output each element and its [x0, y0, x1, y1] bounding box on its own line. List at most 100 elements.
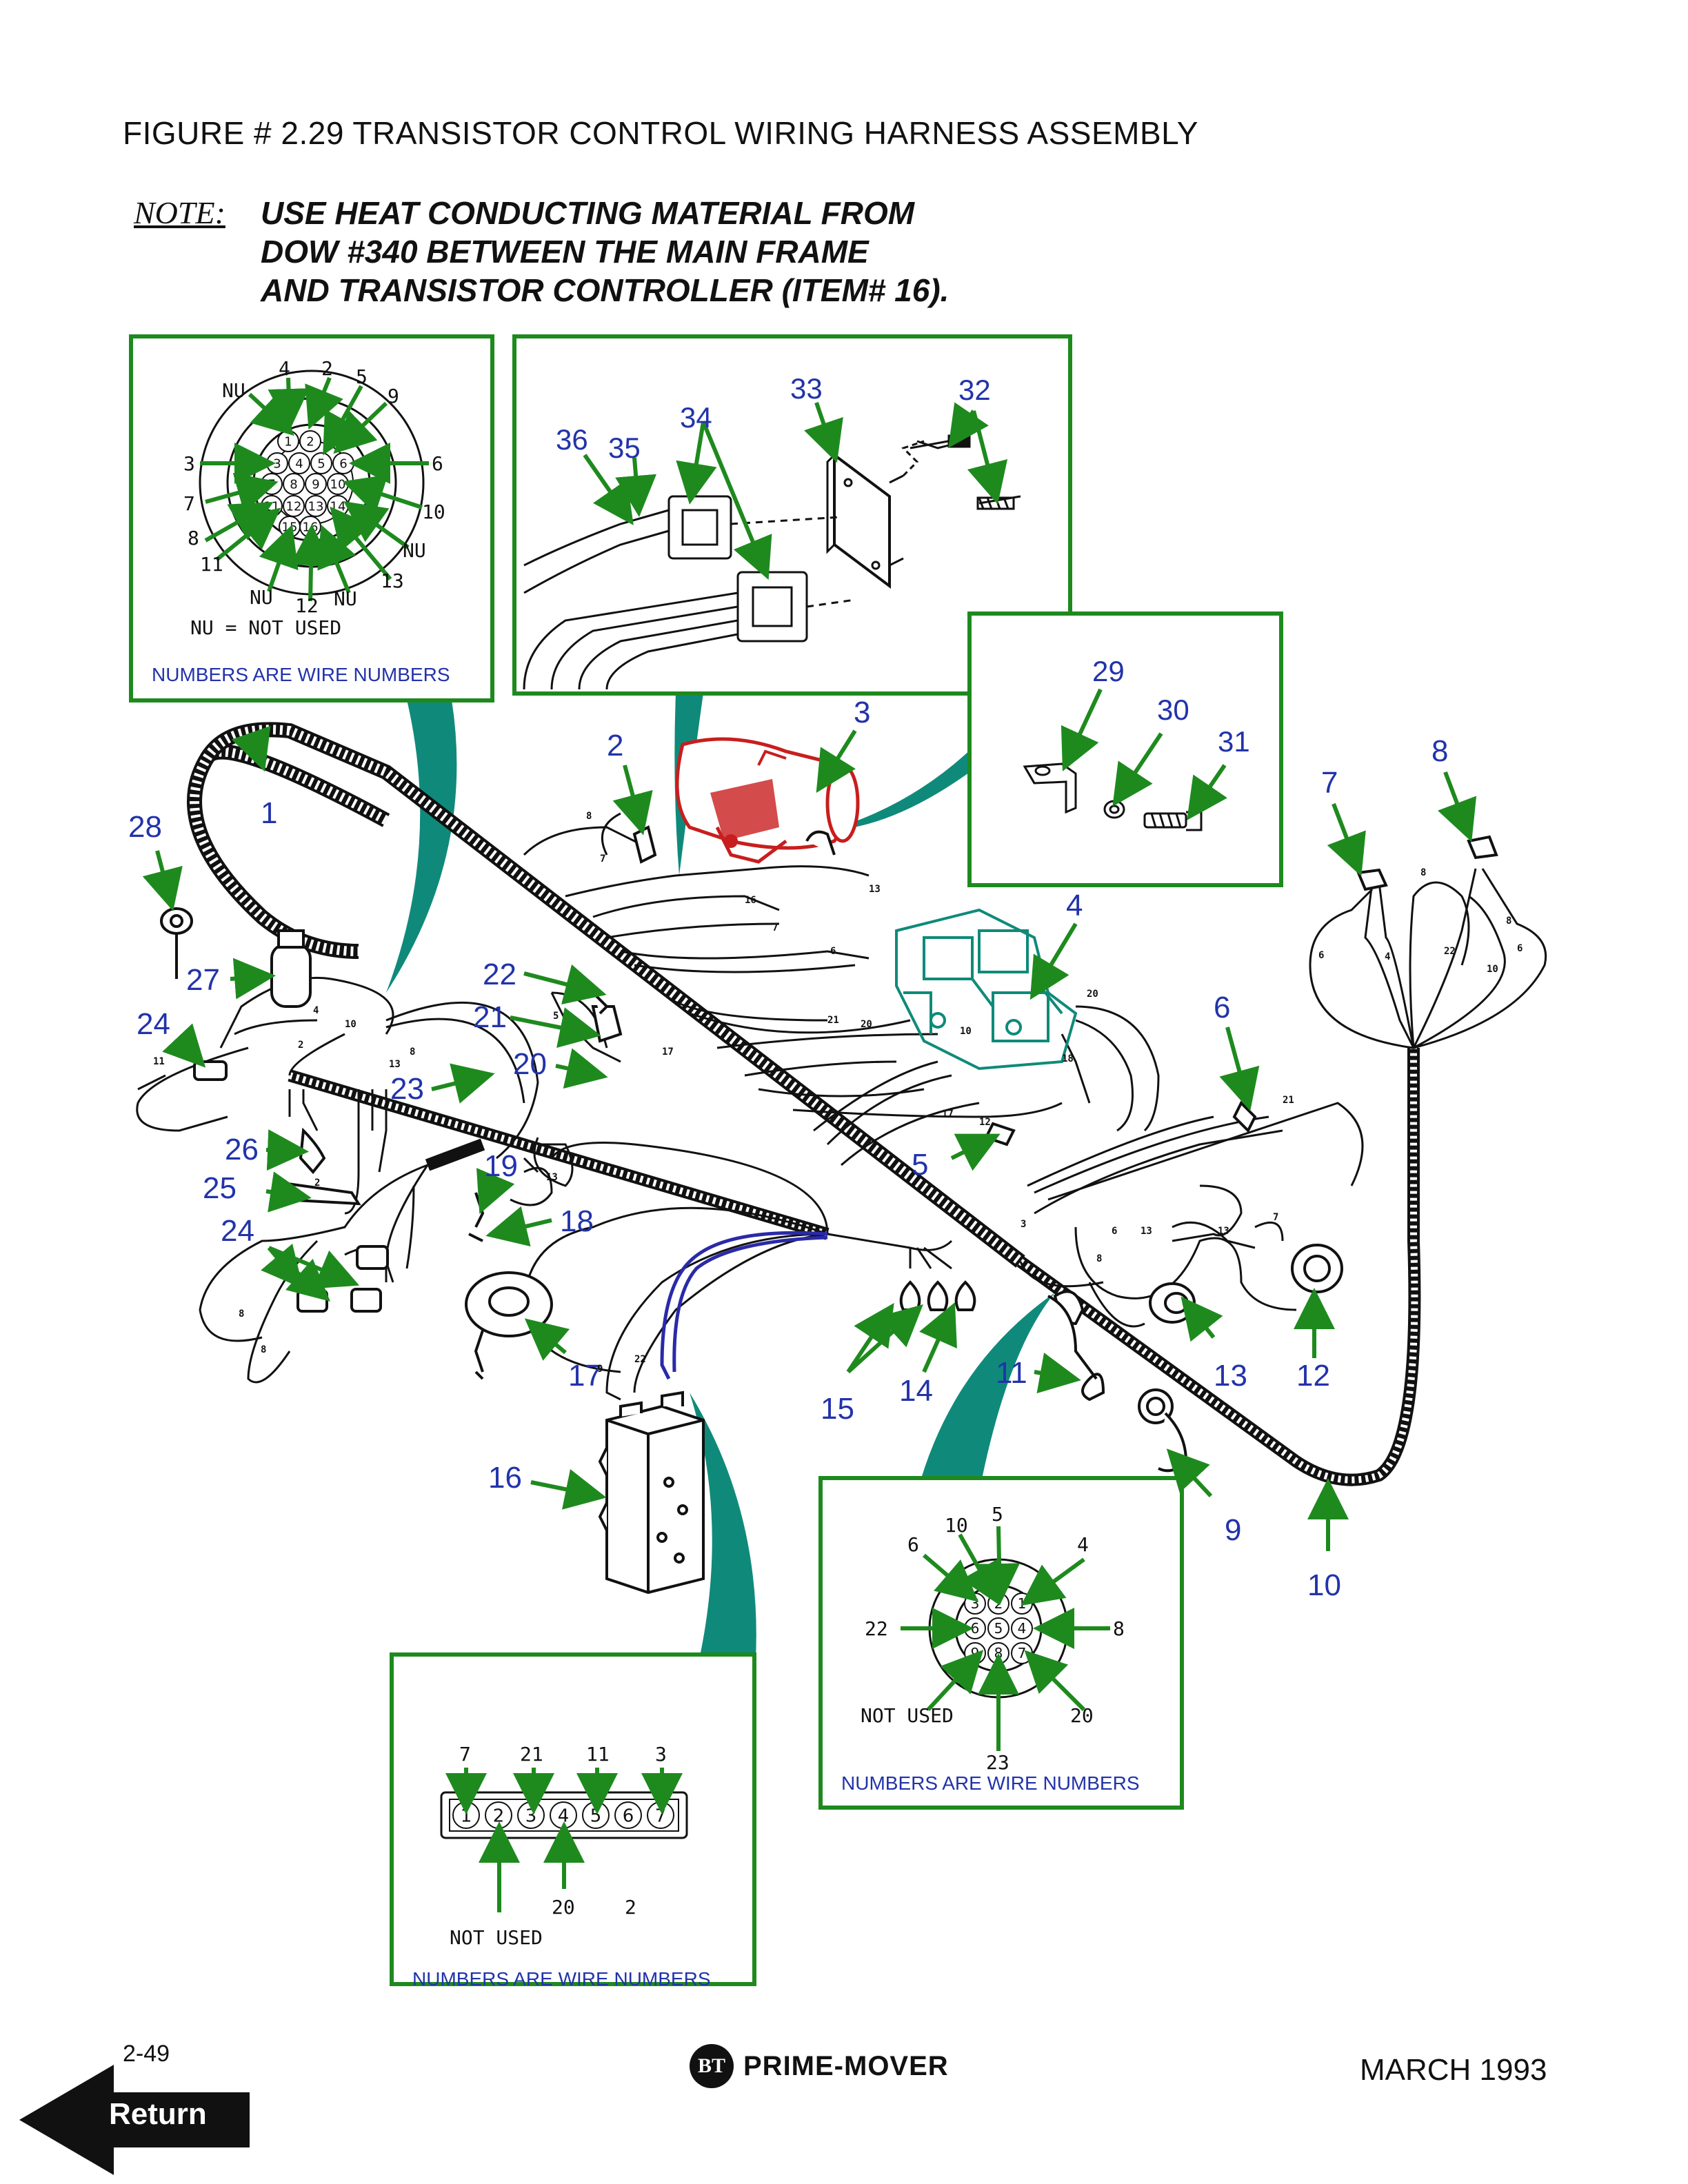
svg-text:4: 4: [1077, 1533, 1089, 1556]
connector-pin-number: 10: [330, 477, 346, 492]
connector-pin-number: 3: [273, 456, 281, 471]
connector-pin-number: 6: [971, 1620, 980, 1637]
svg-text:1: 1: [261, 796, 277, 830]
connector-pin: [1011, 1617, 1033, 1639]
brand-name: PRIME-MOVER: [743, 2050, 949, 2081]
connector-pin: [614, 1801, 642, 1829]
connector-pin: [305, 473, 327, 495]
svg-text:24: 24: [221, 1214, 254, 1248]
connector-pin: [283, 473, 305, 495]
svg-text:NU: NU: [403, 539, 426, 562]
connector-pin-number: 9: [312, 477, 319, 492]
svg-text:20: 20: [1070, 1704, 1094, 1727]
svg-text:7: 7: [600, 853, 605, 865]
svg-text:13: 13: [1214, 1359, 1247, 1393]
wire-tags: 8 7 13 16 7 21 20 17 6 5 11 2 4 13 8 12 …: [153, 811, 1523, 1375]
svg-text:28: 28: [128, 810, 162, 844]
svg-text:11: 11: [153, 1056, 165, 1067]
switches-and-sensors: [160, 825, 1498, 1473]
svg-text:35: 35: [608, 432, 641, 464]
return-arrow-shape: [19, 2065, 250, 2175]
svg-text:8: 8: [1431, 734, 1448, 768]
svg-text:23: 23: [390, 1072, 424, 1106]
svg-text:8: 8: [1113, 1617, 1125, 1640]
svg-text:7: 7: [459, 1743, 471, 1766]
connector-pin-number: 6: [339, 456, 347, 471]
svg-text:12: 12: [1296, 1359, 1330, 1393]
svg-text:36: 36: [556, 423, 588, 456]
svg-text:21: 21: [827, 1015, 839, 1026]
contactor-panel: [895, 908, 1078, 1071]
svg-text:22: 22: [483, 958, 516, 991]
svg-text:3: 3: [183, 452, 195, 475]
svg-text:NOT USED: NOT USED: [861, 1704, 954, 1727]
highlighted-wires: [660, 1231, 828, 1380]
connector-pin: [283, 495, 305, 517]
svg-text:3: 3: [854, 696, 870, 729]
connector-pin: [987, 1617, 1009, 1639]
svg-text:2: 2: [314, 1177, 320, 1189]
connector-pin-number: 7: [655, 1806, 667, 1826]
connector-7pin-arrows: [445, 1768, 683, 1912]
connector-housings-detail: [523, 434, 1021, 690]
connector-16pin-arrows: [200, 376, 429, 602]
connector-9pin-wire-labels: 10 5 6 4 22 8 NOT USED 20 23: [861, 1503, 1125, 1774]
return-button[interactable]: Return: [19, 2068, 254, 2172]
svg-text:7: 7: [772, 922, 778, 933]
svg-text:3: 3: [655, 1743, 667, 1766]
bracket-detail-callouts: 29 30 31: [1092, 655, 1250, 758]
svg-text:8: 8: [1506, 916, 1511, 927]
connector-pin-number: 8: [994, 1645, 1003, 1661]
svg-text:21: 21: [473, 1000, 507, 1034]
svg-text:2: 2: [298, 1040, 303, 1051]
svg-text:6: 6: [830, 946, 836, 957]
page-number: 2-49: [123, 2041, 170, 2067]
svg-text:17: 17: [942, 1109, 954, 1120]
svg-text:6: 6: [1517, 943, 1523, 954]
horn: [465, 1271, 553, 1380]
svg-text:8: 8: [1420, 867, 1426, 878]
connector-pin-number: 3: [525, 1806, 537, 1826]
bracket-detail-arrows: [1061, 688, 1227, 820]
svg-text:4: 4: [279, 357, 290, 380]
inset-caption: NUMBERS ARE WIRE NUMBERS: [841, 1772, 1140, 1794]
mounting-detail-callouts: 36 35 34 33 32: [556, 372, 991, 464]
inset-leader-wedge: [386, 700, 457, 993]
svg-text:10: 10: [960, 1026, 972, 1037]
svg-text:32: 32: [958, 374, 991, 406]
svg-text:5: 5: [553, 1011, 559, 1022]
connector-pin-number: 1: [461, 1806, 472, 1826]
connector-pin: [310, 452, 332, 474]
mounting-detail-arrows: [583, 402, 1008, 580]
svg-text:13: 13: [1218, 1226, 1229, 1237]
svg-text:NU: NU: [334, 587, 357, 610]
svg-text:11: 11: [996, 1356, 1027, 1390]
connector-pin-number: 4: [1018, 1620, 1027, 1637]
connector-pin-number: 1: [284, 434, 292, 449]
svg-text:12: 12: [295, 594, 319, 617]
svg-text:8: 8: [239, 1308, 244, 1320]
svg-text:29: 29: [1092, 655, 1125, 687]
connector-pin-number: 1: [1018, 1595, 1027, 1612]
svg-text:5: 5: [992, 1503, 1003, 1526]
svg-text:18: 18: [1062, 1053, 1074, 1064]
svg-text:33: 33: [790, 372, 823, 405]
svg-text:12: 12: [979, 1117, 991, 1128]
connector-pin-number: 6: [623, 1806, 634, 1826]
harness-wires: [136, 812, 1547, 1401]
svg-text:20: 20: [1087, 989, 1098, 1000]
svg-text:17: 17: [662, 1046, 674, 1058]
figure-title: FIGURE # 2.29 TRANSISTOR CONTROL WIRING …: [123, 115, 1198, 151]
note-label: NOTE:: [134, 195, 225, 230]
svg-text:16: 16: [745, 895, 756, 906]
svg-text:19: 19: [484, 1149, 518, 1183]
svg-text:34: 34: [680, 401, 712, 434]
svg-text:13: 13: [389, 1059, 401, 1070]
svg-text:21: 21: [520, 1743, 543, 1766]
svg-text:10: 10: [1307, 1568, 1341, 1602]
connector-pin: [288, 452, 310, 474]
svg-text:22: 22: [1444, 946, 1456, 957]
svg-text:9: 9: [1225, 1513, 1241, 1547]
connector-pin-number: 3: [971, 1595, 980, 1612]
return-label: Return: [109, 2097, 207, 2131]
